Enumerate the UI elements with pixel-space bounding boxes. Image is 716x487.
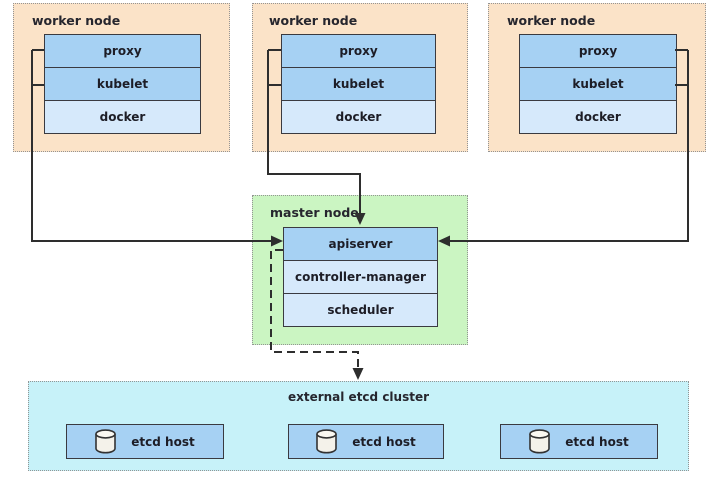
external-etcd-cluster: external etcd cluster etcd host etcd hos… bbox=[28, 381, 689, 471]
component-controller-manager: controller-manager bbox=[283, 260, 438, 294]
component-docker: docker bbox=[44, 100, 201, 134]
component-proxy: proxy bbox=[44, 34, 201, 68]
etcd-host-2: etcd host bbox=[288, 424, 444, 459]
etcd-host-1: etcd host bbox=[66, 424, 224, 459]
etcd-cluster-label: external etcd cluster bbox=[287, 390, 430, 404]
etcd-host-label: etcd host bbox=[352, 434, 416, 449]
database-cylinder-icon bbox=[529, 429, 551, 454]
database-cylinder-icon bbox=[316, 429, 338, 454]
worker-node-2-components: proxy kubelet docker bbox=[281, 34, 436, 134]
database-cylinder-icon bbox=[95, 429, 117, 454]
component-proxy: proxy bbox=[519, 34, 677, 68]
arrowhead-down bbox=[352, 368, 364, 380]
component-proxy: proxy bbox=[281, 34, 436, 68]
component-docker: docker bbox=[519, 100, 677, 134]
worker-node-1-components: proxy kubelet docker bbox=[44, 34, 201, 134]
component-kubelet: kubelet bbox=[519, 67, 677, 101]
worker-node-3-components: proxy kubelet docker bbox=[519, 34, 677, 134]
worker-node-2-label: worker node bbox=[269, 13, 358, 28]
etcd-host-3: etcd host bbox=[500, 424, 658, 459]
worker-node-1-label: worker node bbox=[32, 13, 121, 28]
master-node-components: apiserver controller-manager scheduler bbox=[283, 227, 438, 327]
worker-node-3: worker node proxy kubelet docker bbox=[488, 3, 706, 152]
component-kubelet: kubelet bbox=[44, 67, 201, 101]
worker-node-3-label: worker node bbox=[507, 13, 596, 28]
worker-node-2: worker node proxy kubelet docker bbox=[252, 3, 468, 152]
worker-node-1: worker node proxy kubelet docker bbox=[13, 3, 230, 152]
master-node-label: master node bbox=[270, 205, 359, 220]
etcd-host-label: etcd host bbox=[565, 434, 629, 449]
master-node: master node apiserver controller-manager… bbox=[252, 195, 468, 345]
etcd-host-label: etcd host bbox=[131, 434, 195, 449]
component-docker: docker bbox=[281, 100, 436, 134]
component-apiserver: apiserver bbox=[283, 227, 438, 261]
component-scheduler: scheduler bbox=[283, 293, 438, 327]
component-kubelet: kubelet bbox=[281, 67, 436, 101]
